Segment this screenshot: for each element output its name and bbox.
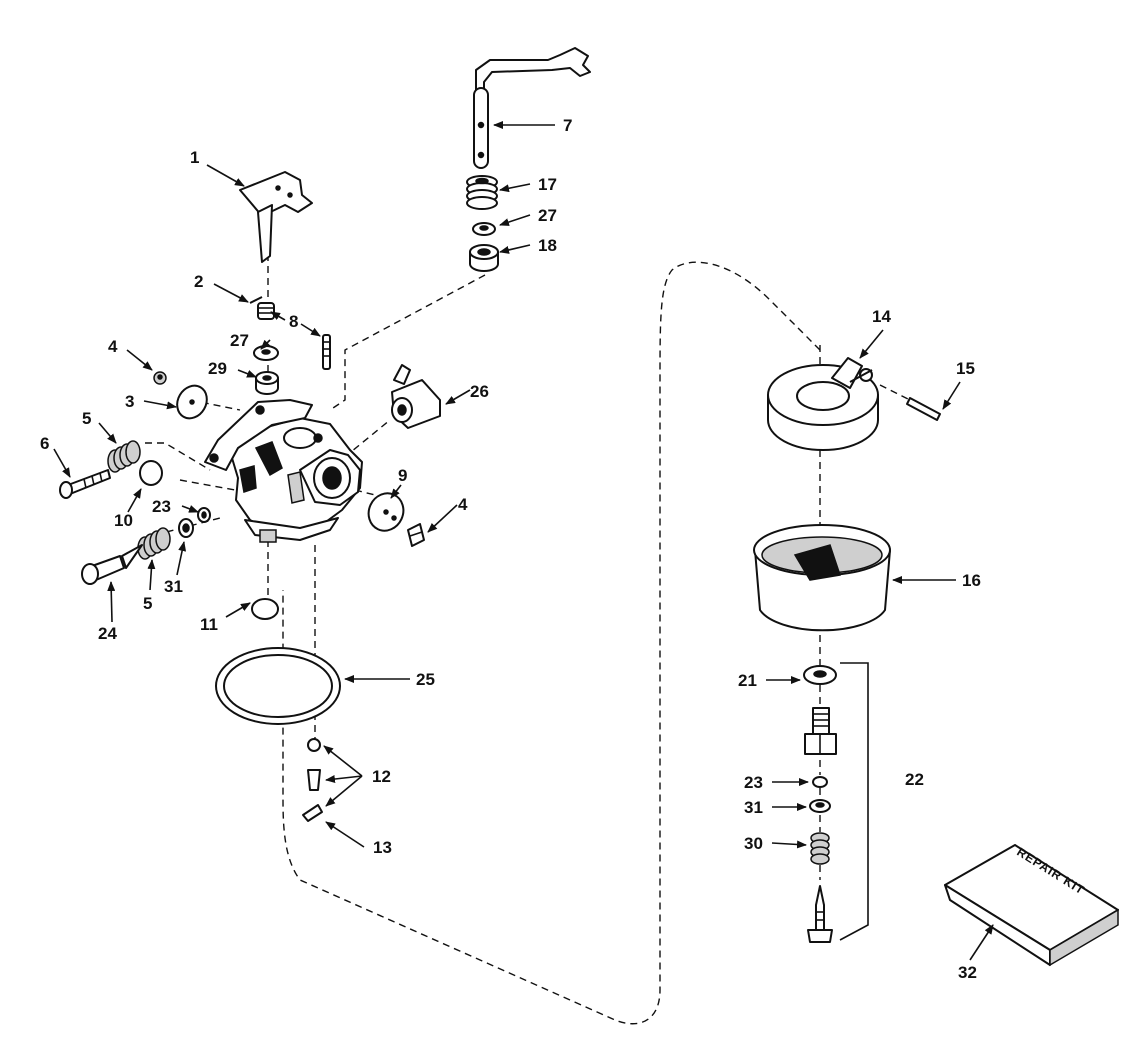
callout-26: 26 <box>470 382 489 401</box>
callout-25: 25 <box>416 670 435 689</box>
callout-10: 10 <box>114 511 133 530</box>
needle-valve-part-24 <box>81 544 143 585</box>
pin-part-8 <box>322 334 331 370</box>
carburetor-body <box>204 399 363 543</box>
callout-labels: 1 2 3 4 4 5 5 6 7 8 9 10 11 12 13 14 15 … <box>40 116 981 982</box>
callout-31-left: 31 <box>164 577 183 596</box>
washer-part-31-right <box>809 799 831 813</box>
callout-12: 12 <box>372 767 391 786</box>
spring-part-30 <box>810 832 830 865</box>
o-ring-part-23-left <box>197 507 211 523</box>
callout-27-upper: 27 <box>538 206 557 225</box>
callout-23-left: 23 <box>152 497 171 516</box>
spring-part-5-upper <box>107 440 141 473</box>
callout-9: 9 <box>398 466 407 485</box>
hinge-pin-part-15 <box>906 397 941 421</box>
throttle-shaft-part-7 <box>473 47 591 169</box>
gasket-part-25 <box>215 647 341 725</box>
callout-30: 30 <box>744 834 763 853</box>
washer-part-27-upper <box>472 222 496 236</box>
bowl-nut <box>804 707 837 755</box>
callout-7: 7 <box>563 116 572 135</box>
callout-32: 32 <box>958 963 977 982</box>
callout-1: 1 <box>190 148 199 167</box>
welch-plug-part-10 <box>139 460 163 486</box>
callout-18: 18 <box>538 236 557 255</box>
spring-part-17 <box>466 175 498 210</box>
callout-5-lower: 5 <box>143 594 152 613</box>
float-bowl-part-16 <box>753 524 891 632</box>
float-part-14 <box>767 357 879 451</box>
callout-21: 21 <box>738 671 757 690</box>
spring-part-2 <box>249 296 275 320</box>
callout-24: 24 <box>98 624 117 643</box>
callout-17: 17 <box>538 175 557 194</box>
callout-29: 29 <box>208 359 227 378</box>
adjusting-screw <box>807 885 833 943</box>
callout-31-right: 31 <box>744 798 763 817</box>
throttle-plate-part-3 <box>176 384 208 420</box>
leader-lines <box>53 121 994 961</box>
callout-27-lower: 27 <box>230 331 249 350</box>
callout-3: 3 <box>125 392 134 411</box>
washer-part-31-left <box>178 518 194 538</box>
washer-part-21 <box>803 665 837 685</box>
washer-part-27-lower <box>253 345 279 361</box>
screw-part-4-upper <box>153 371 167 385</box>
callout-4-upper: 4 <box>108 337 118 356</box>
fuel-fitting-part-26 <box>391 364 441 429</box>
choke-shaft-part-1 <box>239 171 313 263</box>
bracket-part-22 <box>839 662 869 941</box>
callout-14: 14 <box>872 307 891 326</box>
o-ring-part-23-right <box>812 776 828 788</box>
callout-16: 16 <box>962 571 981 590</box>
screw-part-4-lower <box>407 523 425 547</box>
bushing-part-18 <box>469 244 499 272</box>
screw-part-6 <box>59 469 111 499</box>
plate-part-9 <box>367 492 405 532</box>
spring-part-5-lower <box>137 527 171 560</box>
callout-23-right: 23 <box>744 773 763 792</box>
repair-kit-part-32: REPAIR KIT <box>944 844 1119 967</box>
callout-5-upper: 5 <box>82 409 91 428</box>
callout-8: 8 <box>289 312 298 331</box>
callout-6: 6 <box>40 434 49 453</box>
callout-15: 15 <box>956 359 975 378</box>
callout-22: 22 <box>905 770 924 789</box>
callout-4-lower: 4 <box>458 495 468 514</box>
callout-2: 2 <box>194 272 203 291</box>
callout-11: 11 <box>200 615 218 634</box>
callout-13: 13 <box>373 838 392 857</box>
bushing-part-29 <box>255 371 279 395</box>
plug-part-11 <box>251 598 279 620</box>
inlet-needle-part-12 <box>302 738 323 822</box>
